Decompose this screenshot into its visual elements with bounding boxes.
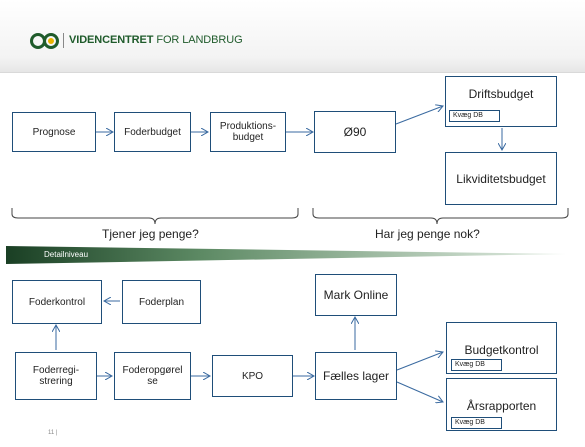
mark-online-label: Mark Online xyxy=(323,288,389,302)
detail-bar xyxy=(6,246,566,264)
foderregistrering-label: Foderregi- strering xyxy=(32,365,80,387)
brand-name-bold: VIDENCENTRET xyxy=(69,34,154,46)
faelles-lager-label: Fælles lager xyxy=(322,369,390,383)
mark-online-box: Mark Online xyxy=(315,274,397,316)
foderopgorelse-label: Foderopgørel se xyxy=(122,365,183,387)
faelles-lager-box: Fælles lager xyxy=(315,352,397,400)
foderbudget-label: Foderbudget xyxy=(124,126,181,138)
produktionsbudget-box: Produktions- budget xyxy=(210,112,286,152)
foderplan-label: Foderplan xyxy=(138,296,185,308)
foderopgorelse-box: Foderopgørel se xyxy=(114,352,191,400)
arsrapporten-kvaeg-db-tag: Kvæg DB xyxy=(451,417,502,429)
budgetkontrol-kvaeg-db-tag: Kvæg DB xyxy=(451,359,502,371)
bracket-right-label: Har jeg penge nok? xyxy=(375,227,480,241)
o90-box: Ø90 xyxy=(314,111,396,153)
arrow-o90-driftsbudget xyxy=(395,106,443,125)
foderregistrering-box: Foderregi- strering xyxy=(15,352,97,400)
bracket-right xyxy=(312,208,569,225)
logo-icon xyxy=(30,33,59,49)
arsrapporten-label: Årsrapporten xyxy=(466,399,537,413)
budgetkontrol-label: Budgetkontrol xyxy=(464,343,539,357)
bracket-left-label: Tjener jeg penge? xyxy=(102,227,199,241)
kpo-label: KPO xyxy=(241,370,264,382)
o90-label: Ø90 xyxy=(343,125,367,139)
arrow-faelles-lager-arsrapporten xyxy=(396,381,443,402)
prognose-label: Prognose xyxy=(32,126,76,138)
logo-separator xyxy=(63,33,64,48)
likviditetsbudget-label: Likviditetsbudget xyxy=(456,171,546,186)
foderbudget-box: Foderbudget xyxy=(114,112,191,152)
driftsbudget-tag-label: Kvæg DB xyxy=(453,112,483,119)
arsrapporten-tag-label: Kvæg DB xyxy=(455,419,485,426)
bracket-left xyxy=(11,208,299,225)
produktionsbudget-label: Produktions- budget xyxy=(219,121,277,143)
brand-name: VIDENCENTRET FOR LANDBRUG xyxy=(69,34,243,46)
budgetkontrol-tag-label: Kvæg DB xyxy=(455,361,485,368)
driftsbudget-kvaeg-db-tag: Kvæg DB xyxy=(449,110,500,122)
page-number: 11 | xyxy=(48,430,58,436)
header-bar: VIDENCENTRET FOR LANDBRUG xyxy=(0,0,585,73)
foderkontrol-box: Foderkontrol xyxy=(12,280,102,324)
brand-name-rest: FOR LANDBRUG xyxy=(153,34,243,46)
driftsbudget-label: Driftsbudget xyxy=(468,87,534,101)
budgetkontrol-box: Budgetkontrol xyxy=(446,322,557,374)
foderkontrol-label: Foderkontrol xyxy=(28,296,86,308)
detail-bar-label: Detailniveau xyxy=(44,250,89,259)
kpo-box: KPO xyxy=(212,355,293,397)
likviditetsbudget-box: Likviditetsbudget xyxy=(445,152,557,205)
foderplan-box: Foderplan xyxy=(122,280,201,324)
arrow-faelles-lager-budgetkontrol xyxy=(396,352,443,371)
prognose-box: Prognose xyxy=(12,112,96,152)
